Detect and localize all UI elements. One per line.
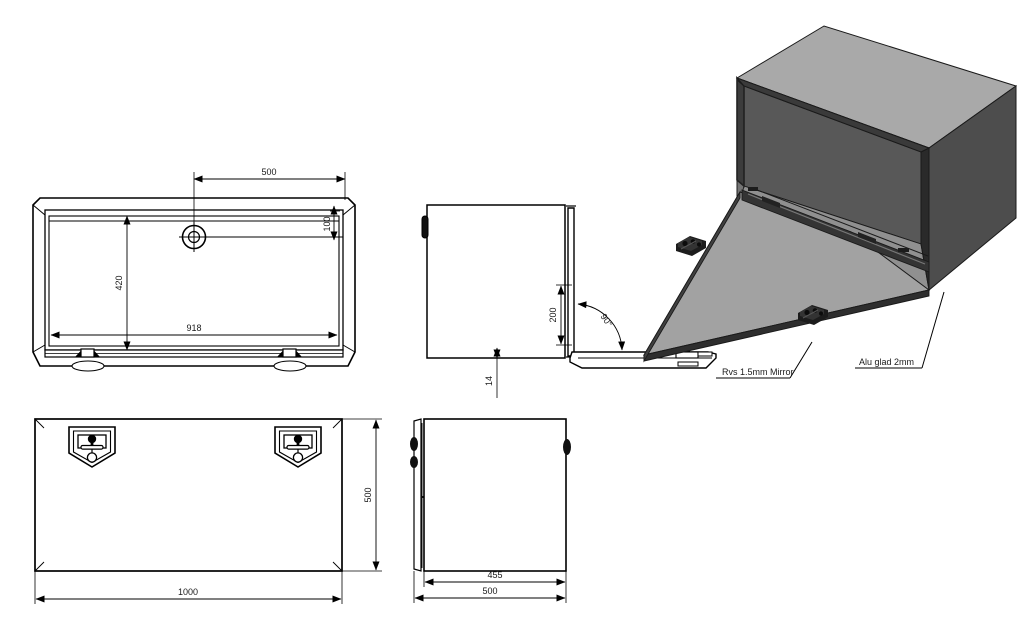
dim-1000: 1000 [34,571,343,604]
annotation-label-rvs: Rvs 1.5mm Mirror [722,367,794,377]
iso-hinge-knuckle-right [898,248,909,252]
dim-label-500-height: 500 [363,487,373,502]
dim-label-455: 455 [487,570,502,580]
section-latch-tab [421,215,429,239]
iso-interior-left-wall [736,79,745,187]
view-rear-interior: 500 100 420 918 [32,167,356,372]
dim-label-500-depth: 500 [482,586,497,596]
view-isometric: Rvs 1.5mm Mirror Alu glad 2mm [642,25,1018,379]
dim-label-14: 14 [484,376,494,386]
foot-right [273,360,307,372]
dim-200: 200 [548,284,572,346]
dim-918: 918 [50,323,338,339]
side-latch-lower [410,456,418,468]
iso-hinge-knuckle-left [748,187,758,191]
annotation-label-alu: Alu glad 2mm [859,357,914,367]
lock-centre-hole [179,222,209,252]
annotation-rvs: Rvs 1.5mm Mirror [716,341,813,379]
dim-label-420: 420 [114,275,124,290]
side-body-outline [423,418,567,572]
view-side: 455 500 [410,418,571,603]
dim-label-918: 918 [186,323,201,333]
iso-door-edge-left [643,190,741,363]
iso-frame-top [736,77,931,153]
section-body [426,204,566,359]
dim-label-200: 200 [548,307,558,322]
view-front: 500 1000 [34,418,382,604]
side-hinge-knob [563,439,571,455]
dim-100-right: 100 [322,205,340,241]
dim-455: 455 [423,570,567,587]
dim-label-1000: 1000 [178,587,198,597]
dim-500-depth: 500 [413,571,567,603]
side-latch-upper [410,437,418,451]
annotation-alu: Alu glad 2mm [855,291,945,369]
iso-door-hardware-left [675,235,707,257]
dim-420: 420 [114,215,131,351]
dim-14: 14 [484,347,501,398]
section-door-vertical [567,207,575,357]
foot-left [71,360,105,372]
dim-label-100: 100 [322,216,332,231]
dim-label-90: 90° [598,312,614,329]
view-side-section: 200 14 90° [421,204,717,398]
dim-500-height: 500 [342,418,382,572]
dim-label-500-top: 500 [261,167,276,177]
dim-90-degrees: 90° [577,301,626,351]
dim-500-top: 500 [193,167,346,225]
